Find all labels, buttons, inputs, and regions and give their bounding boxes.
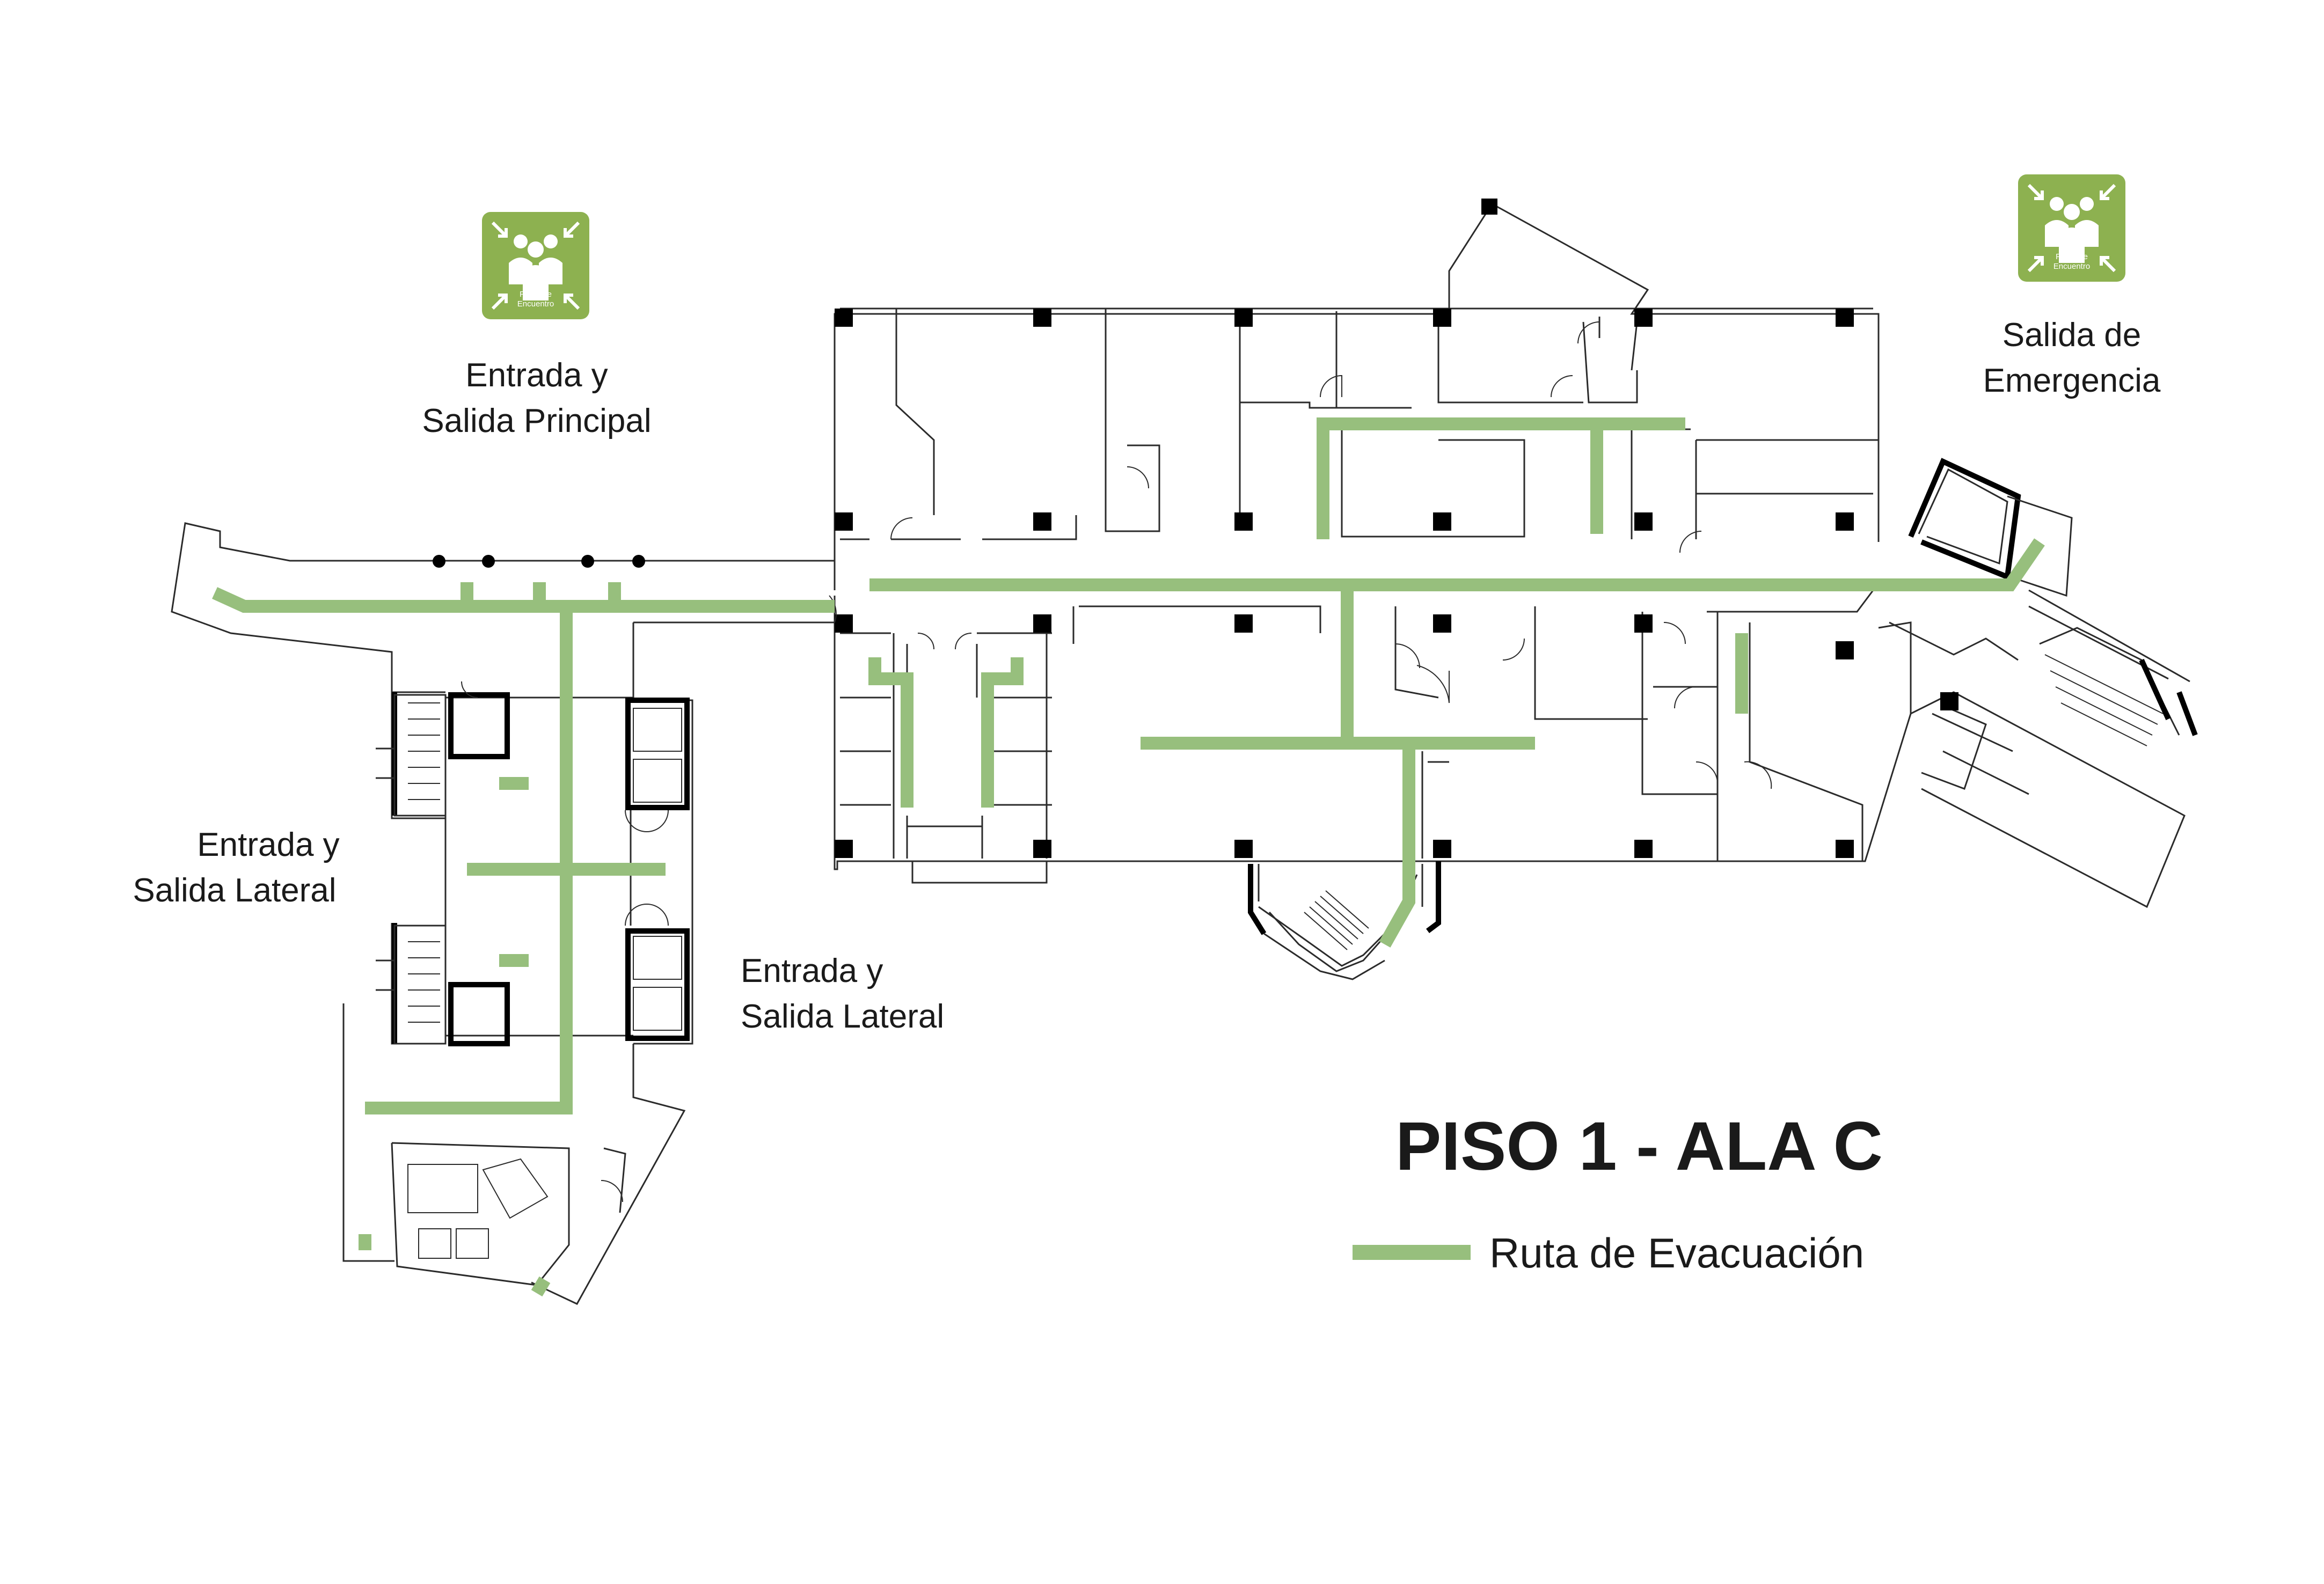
label-emergency-exit: Salida de Emergencia bbox=[1983, 317, 2161, 399]
emergency-exit-line1: Salida de bbox=[2003, 317, 2142, 354]
sign-line2: Encuentro bbox=[2053, 262, 2090, 271]
main-entrance-line1: Entrada y bbox=[465, 357, 608, 394]
emergency-exit-line2: Emergencia bbox=[1983, 362, 2161, 399]
doors bbox=[461, 321, 1772, 1202]
meeting-point-sign-emergency: Punto de Encuentro bbox=[2018, 174, 2125, 282]
lateral-right-line1: Entrada y bbox=[741, 952, 883, 989]
lateral-left-line2: Salida Lateral bbox=[133, 872, 336, 909]
lateral-right-line2: Salida Lateral bbox=[741, 998, 944, 1035]
legend-route-label: Ruta de Evacuación bbox=[1489, 1229, 1864, 1277]
legend: Ruta de Evacuación bbox=[1353, 1229, 1864, 1277]
sign-line1: Punto de bbox=[520, 290, 552, 299]
label-lateral-left: Entrada y Salida Lateral bbox=[133, 826, 339, 909]
structural-columns bbox=[433, 199, 1958, 858]
floor-title: PISO 1 - ALA C bbox=[1395, 1108, 1883, 1185]
legend-route-swatch bbox=[1353, 1245, 1471, 1260]
label-lateral-right: Entrada y Salida Lateral bbox=[741, 952, 944, 1035]
sign-line1: Punto de bbox=[2056, 252, 2088, 261]
meeting-point-sign-main: Punto de Encuentro bbox=[482, 212, 589, 319]
lateral-left-line1: Entrada y bbox=[197, 826, 339, 863]
main-entrance-line2: Salida Principal bbox=[422, 402, 651, 439]
sign-line2: Encuentro bbox=[517, 299, 554, 309]
evacuation-route bbox=[212, 417, 2045, 1297]
label-main-entrance: Entrada y Salida Principal bbox=[422, 357, 651, 439]
